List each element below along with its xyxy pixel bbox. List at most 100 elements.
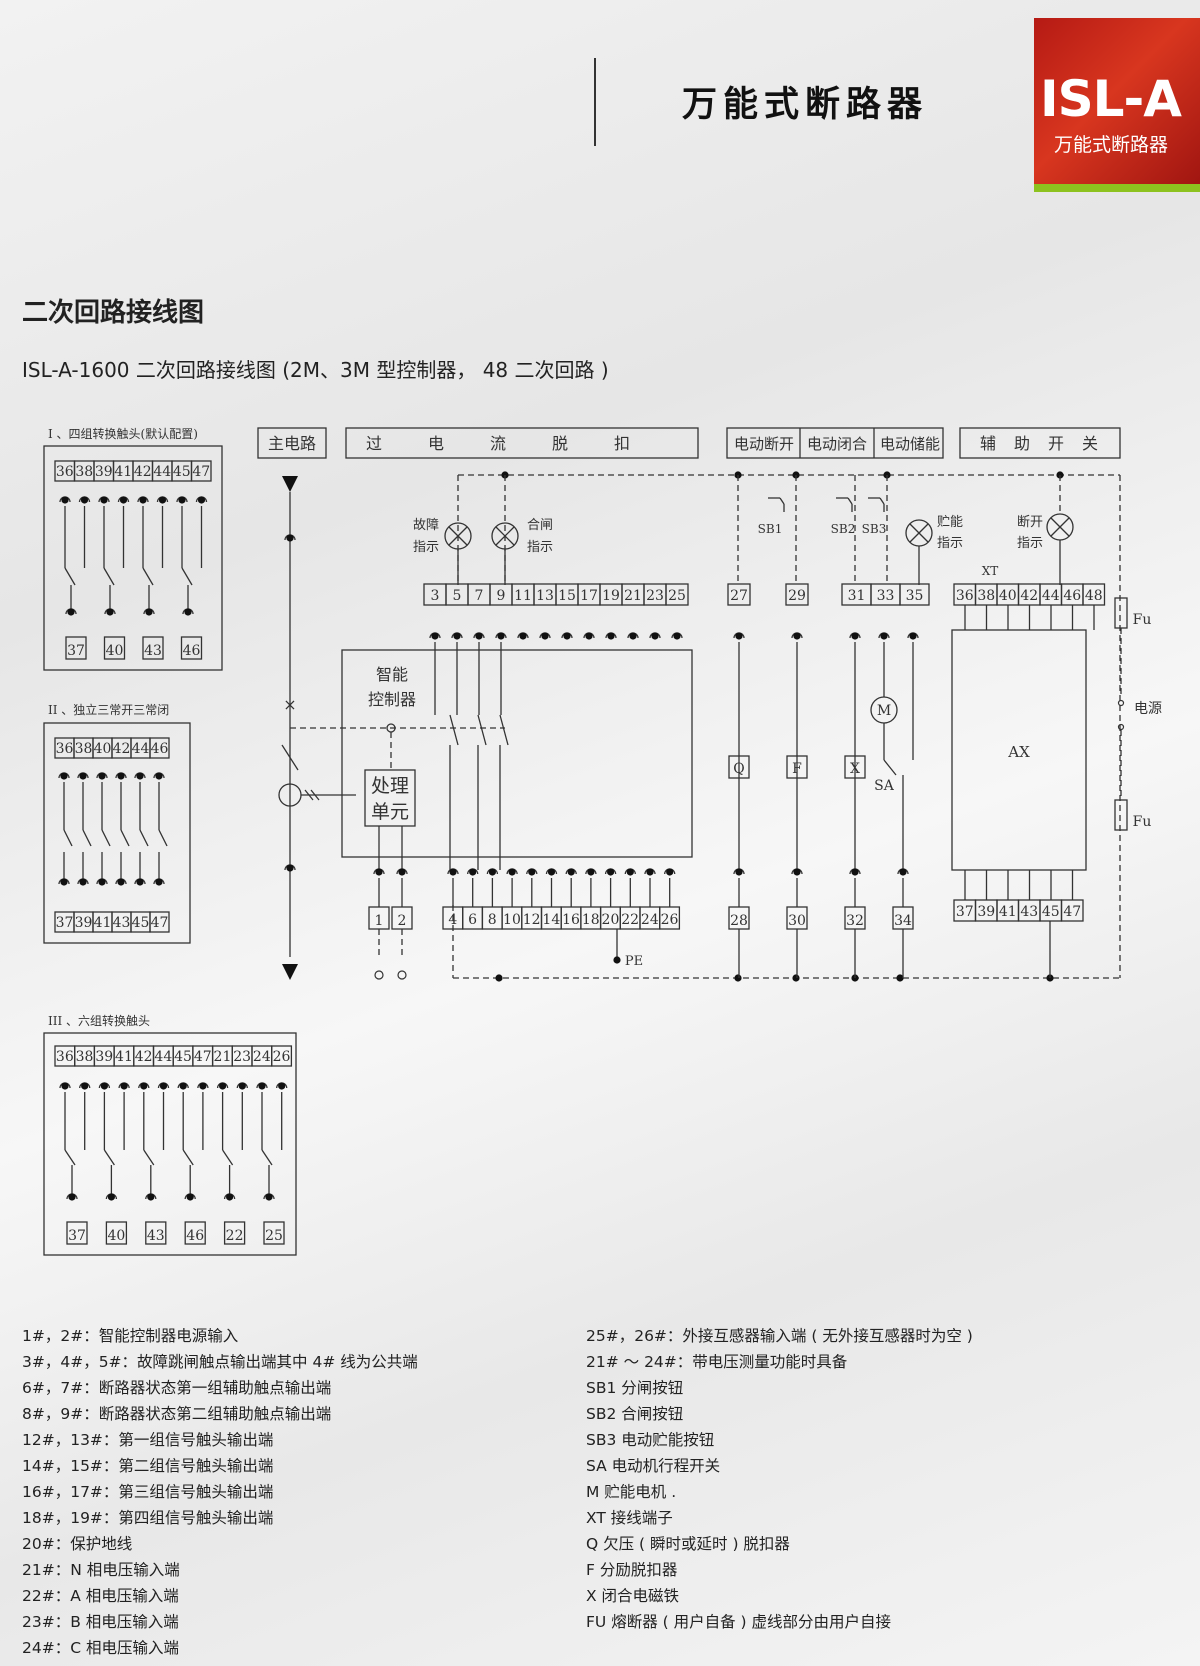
connector-dot [793, 868, 801, 876]
connector-dot [398, 868, 406, 876]
header-aux-switch-label: 开 [1048, 434, 1064, 453]
legend-left-item: 22#：A 相电压输入端 [22, 1587, 179, 1605]
charge-indicator-label: 指示 [937, 536, 963, 551]
aux-bottom-terminal-label: 47 [1063, 904, 1081, 920]
sb1-label: SB1 [758, 522, 783, 536]
connector-dot [666, 868, 674, 876]
connector-dot [585, 632, 593, 640]
panel1-bottom-label: 46 [183, 643, 201, 659]
fuse-bottom [1114, 799, 1128, 831]
header-motor [726, 427, 944, 459]
legend-right-item: FU 熔断器 ( 用户自备 ) 虚线部分由用户自接 [586, 1613, 891, 1631]
panel2-top-terminal-label: 46 [151, 741, 169, 757]
legend-left-item: 6#，7#：断路器状态第一组辅助触点输出端 [22, 1379, 332, 1397]
connector-dot [197, 496, 206, 504]
ctrl-top-terminal-label: 25 [668, 588, 686, 604]
connector-dot [61, 1082, 69, 1090]
panel2-bottom-terminal-label: 37 [56, 915, 74, 931]
motor-top-terminal-label: 29 [788, 588, 806, 604]
connector-dot [528, 868, 536, 876]
header-over-current-label: 过 [366, 434, 382, 453]
ctrl-top-terminal-label: 9 [497, 588, 506, 604]
ctrl-top-terminal-label: 19 [602, 588, 620, 604]
legend-right-item: SB1 分闸按钮 [586, 1379, 684, 1397]
panel2-top-terminal-label: 36 [56, 741, 74, 757]
pe-label: PE [625, 954, 643, 969]
connector-dot [219, 1082, 227, 1090]
panel3-top-terminal-label: 24 [253, 1049, 271, 1065]
panel2-bottom-terminal-label: 41 [94, 915, 112, 931]
panel3-bottom-label: 43 [147, 1228, 165, 1244]
panel1-top-terminal-label: 47 [192, 464, 210, 480]
wire [883, 759, 897, 776]
connector-dot [158, 496, 167, 504]
connector-dot [68, 1193, 76, 1201]
header-main-circuit-label: 主电路 [268, 434, 316, 453]
panel1-bottom-terminal [103, 636, 126, 660]
power-input-node [397, 970, 407, 980]
main-breaker-mark: × [283, 695, 296, 714]
connector-dot [107, 1193, 115, 1201]
processing-label: 单元 [371, 801, 409, 823]
panel2-bottom-terminal-label: 43 [113, 915, 131, 931]
panel2-bottom-terminal-label: 39 [75, 915, 93, 931]
connector-dot [155, 772, 163, 780]
main-arrow-bottom [282, 964, 298, 980]
ctrl-bottom-terminal-label: 18 [582, 912, 600, 928]
bus-bottom-dot [792, 974, 800, 982]
header-over-current-label: 流 [490, 434, 506, 453]
connector-dot [155, 878, 163, 886]
connector-dot [120, 1082, 128, 1090]
panel2-bottom-terminal-label: 45 [132, 915, 150, 931]
motor-bottom-terminal-label: 34 [894, 913, 912, 929]
wire [222, 1149, 234, 1166]
header-over-current-label: 电 [428, 434, 444, 453]
ctrl-bottom-terminal-label: 24 [641, 912, 659, 928]
panel1-top-terminal-label: 39 [95, 464, 113, 480]
connector-dot [651, 632, 659, 640]
q-coil [728, 755, 750, 779]
wire [182, 1149, 194, 1166]
legend-right-item: X 闭合电磁铁 [586, 1587, 680, 1605]
connector-dot [286, 534, 294, 542]
legend-right-item: SB3 电动贮能按钮 [586, 1431, 715, 1449]
panel3-bottom-terminal [66, 1221, 88, 1245]
panel1-bottom-terminal [142, 636, 164, 660]
panel1-bottom-label: 43 [144, 643, 162, 659]
connector-dot [136, 878, 144, 886]
header-divider [594, 58, 596, 146]
panel3-top-terminal-label: 41 [115, 1049, 133, 1065]
close-indicator-label: 合闸 [527, 518, 553, 533]
connector-dot [67, 608, 75, 616]
legend-right-item: Q 欠压 ( 瞬时或延时 ) 脱扣器 [586, 1535, 790, 1553]
legend-left-item: 23#：B 相电压输入端 [22, 1613, 179, 1631]
legend-left-item: 8#，9#：断路器状态第二组辅助触点输出端 [22, 1405, 332, 1423]
panel1-frame [43, 445, 223, 671]
page-title: 万能式断路器 [682, 85, 929, 125]
connector-dot [199, 1082, 207, 1090]
motor-bottom-terminal-label: 30 [788, 913, 806, 929]
connector-dot [851, 632, 859, 640]
panel2-top-terminal-label: 38 [75, 741, 93, 757]
connector-dot [508, 868, 516, 876]
connector-dot [179, 1082, 187, 1090]
panel3-top-terminal-label: 23 [233, 1049, 251, 1065]
ctrl-top-terminal-label: 13 [536, 588, 554, 604]
connector-dot [541, 632, 549, 640]
motor-bottom-terminal-label: 32 [846, 913, 864, 929]
wire [310, 789, 320, 801]
connector-dot [100, 1082, 108, 1090]
connector-dot [106, 608, 114, 616]
connector-dot [626, 868, 634, 876]
header-motor-open: 电动断开 [734, 435, 794, 453]
panel3-top-terminal-label: 26 [273, 1049, 291, 1065]
connector-dot [139, 496, 147, 504]
legend-right-item: SB2 合闸按钮 [586, 1405, 684, 1423]
header-aux-switch-label: 助 [1014, 434, 1030, 453]
ctrl-bottom-terminal-label: 12 [523, 912, 541, 928]
wire [261, 1149, 273, 1166]
legend-right-item: F 分励脱扣器 [586, 1561, 678, 1579]
connector-dot [117, 878, 125, 886]
bus-bottom-dot [896, 974, 904, 982]
fuse-top [1114, 597, 1128, 629]
